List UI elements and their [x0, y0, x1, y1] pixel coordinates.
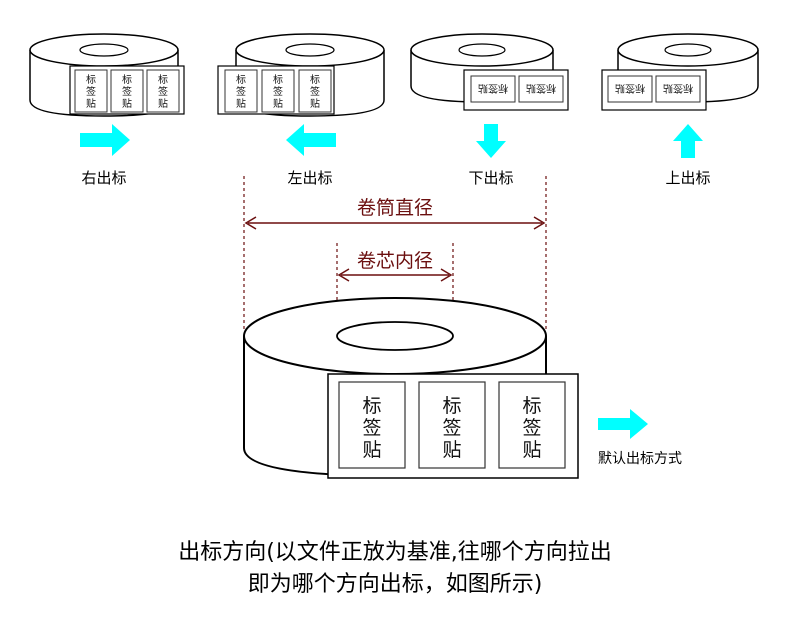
- svg-text:标: 标: [86, 74, 96, 86]
- dimension-core-inner-diameter: 卷芯内径: [336, 243, 454, 336]
- svg-text:签: 签: [522, 417, 541, 439]
- svg-text:标: 标: [522, 395, 541, 417]
- svg-text:标: 标: [310, 74, 320, 86]
- svg-text:贴: 贴: [522, 439, 541, 461]
- label-sticker: 标 签 贴: [146, 69, 180, 113]
- roll-up-output: 标签贴 标签贴 上出标: [601, 33, 759, 187]
- svg-text:贴: 贴: [310, 97, 320, 110]
- svg-text:标签贴: 标签贴: [526, 82, 556, 95]
- label-sticker: 标 签 贴: [298, 69, 332, 113]
- svg-text:签: 签: [236, 85, 246, 98]
- svg-text:签: 签: [122, 85, 132, 98]
- roll-down-output: 标签贴 标签贴 下出标: [410, 33, 569, 187]
- roll-diameter-label: 卷筒直径: [357, 197, 433, 219]
- label-sticker: 标 签 贴: [74, 69, 108, 113]
- label-sticker: 标 签 贴: [418, 381, 486, 469]
- label-sticker: 标签贴: [470, 75, 516, 103]
- svg-text:贴: 贴: [86, 97, 96, 110]
- svg-text:贴: 贴: [236, 97, 246, 110]
- label-sticker: 标签贴: [607, 75, 653, 103]
- caption-up-output: 上出标: [665, 169, 710, 187]
- arrow-left-icon: [286, 124, 336, 156]
- note-line-1: 出标方向(以文件正放为基准,往哪个方向拉出: [178, 540, 612, 565]
- arrow-right-icon: [598, 409, 648, 439]
- label-sticker: 标签贴: [655, 75, 701, 103]
- caption-left-output: 左出标: [287, 169, 332, 187]
- svg-text:贴: 贴: [158, 97, 168, 110]
- caption-down-output: 下出标: [468, 169, 513, 187]
- svg-text:贴: 贴: [273, 97, 283, 110]
- svg-text:签: 签: [86, 85, 96, 98]
- label-sticker: 标 签 贴: [110, 69, 144, 113]
- label-sticker: 标签贴: [518, 75, 564, 103]
- svg-text:标: 标: [122, 74, 132, 86]
- label-sticker: 标 签 贴: [498, 381, 566, 469]
- svg-text:签: 签: [273, 85, 283, 98]
- roll-left-output: 标 签 贴 标 签 贴 标 签 贴 左出标: [217, 33, 385, 187]
- svg-text:签: 签: [362, 417, 381, 439]
- svg-text:标: 标: [273, 74, 283, 86]
- note-line-2: 即为哪个方向出标，如图所示): [247, 572, 543, 597]
- caption-right-output: 右出标: [81, 169, 126, 187]
- arrow-right-icon: [80, 124, 130, 156]
- svg-text:贴: 贴: [442, 439, 461, 461]
- svg-text:贴: 贴: [122, 97, 132, 110]
- dimension-roll-diameter: 卷筒直径: [243, 176, 547, 330]
- svg-text:标: 标: [442, 395, 461, 417]
- arrow-up-icon: [673, 124, 703, 158]
- svg-text:签: 签: [442, 417, 461, 439]
- svg-text:标签贴: 标签贴: [615, 82, 645, 95]
- svg-text:标: 标: [236, 74, 246, 86]
- svg-text:标: 标: [158, 74, 168, 86]
- core-inner-diameter-label: 卷芯内径: [357, 250, 433, 272]
- svg-text:标签贴: 标签贴: [663, 82, 693, 95]
- label-sticker: 标 签 贴: [261, 69, 295, 113]
- label-sticker: 标 签 贴: [224, 69, 258, 113]
- roll-right-output: 标 签 贴 标 签 贴 标 签 贴 右出标: [29, 33, 185, 187]
- label-sticker: 标 签 贴: [338, 381, 406, 469]
- default-direction-label: 默认出标方式: [598, 451, 682, 467]
- arrow-down-icon: [476, 124, 506, 158]
- svg-text:标: 标: [362, 395, 381, 417]
- svg-text:贴: 贴: [362, 439, 381, 461]
- svg-text:标签贴: 标签贴: [478, 82, 508, 95]
- svg-text:签: 签: [310, 85, 320, 98]
- svg-text:签: 签: [158, 85, 168, 98]
- roll-main: 标 签 贴 标 签 贴 标 签 贴 默认出标方式: [243, 297, 682, 479]
